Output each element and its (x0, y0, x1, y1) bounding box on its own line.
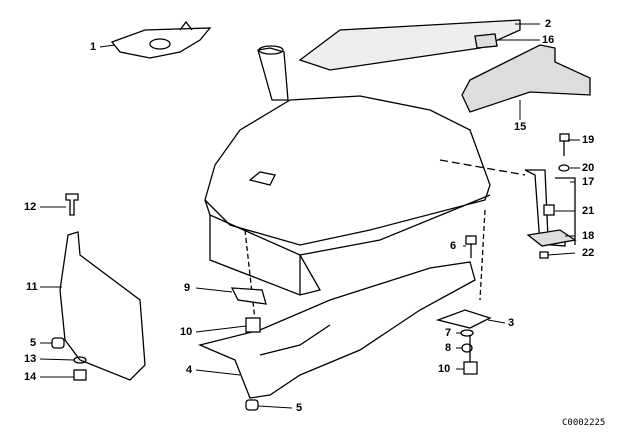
bolt-part-19 (559, 133, 570, 142)
callout-12: 12 (24, 201, 37, 213)
bolt-part-6 (465, 235, 477, 245)
bracket-part-3 (435, 309, 492, 329)
grommet-part-5b (51, 337, 65, 349)
callout-10: 10 (180, 326, 193, 338)
callout-7: 7 (445, 327, 452, 339)
washer-part-20 (558, 164, 570, 172)
fuel-tank (204, 45, 526, 321)
callout-5-lower: 5 (296, 402, 303, 414)
callout-16: 16 (542, 34, 555, 46)
plate-part-11 (59, 231, 146, 381)
callout-4: 4 (186, 364, 193, 376)
callout-1: 1 (90, 41, 97, 53)
callout-9: 9 (184, 282, 191, 294)
callout-10-right: 10 (438, 363, 451, 375)
bracket-part-9 (230, 287, 267, 305)
screw-part-22 (539, 251, 549, 259)
cover-plate-part-1 (110, 20, 212, 59)
callout-20: 20 (582, 162, 595, 174)
callout-15: 15 (514, 121, 527, 133)
strap-part-18 (526, 229, 577, 247)
callout-11: 11 (26, 281, 38, 293)
callout-14: 14 (24, 371, 37, 383)
callout-21: 21 (582, 205, 595, 217)
callout-5: 5 (30, 337, 37, 349)
callout-2: 2 (545, 18, 552, 30)
callout-22: 22 (582, 247, 595, 259)
grommet-part-5 (245, 399, 259, 411)
nut-part-14 (73, 369, 87, 381)
callout-13: 13 (24, 353, 37, 365)
callout-17: 17 (582, 176, 595, 188)
callout-19: 19 (582, 134, 595, 146)
bolt-part-10 (245, 317, 261, 333)
washer-part-7 (460, 329, 474, 337)
clip-part-16 (474, 33, 498, 49)
callout-6: 6 (450, 240, 457, 252)
callout-8: 8 (445, 342, 452, 354)
bolt-part-12 (65, 193, 79, 216)
callout-18: 18 (582, 230, 595, 242)
guard-part-4 (197, 261, 476, 399)
nut-part-21 (543, 204, 555, 216)
bolt-part-10b (463, 335, 478, 375)
callout-3: 3 (508, 317, 515, 329)
diagram-code: C0002225 (562, 418, 606, 428)
cover-part-15 (461, 44, 591, 113)
strip-part-2 (298, 19, 521, 71)
